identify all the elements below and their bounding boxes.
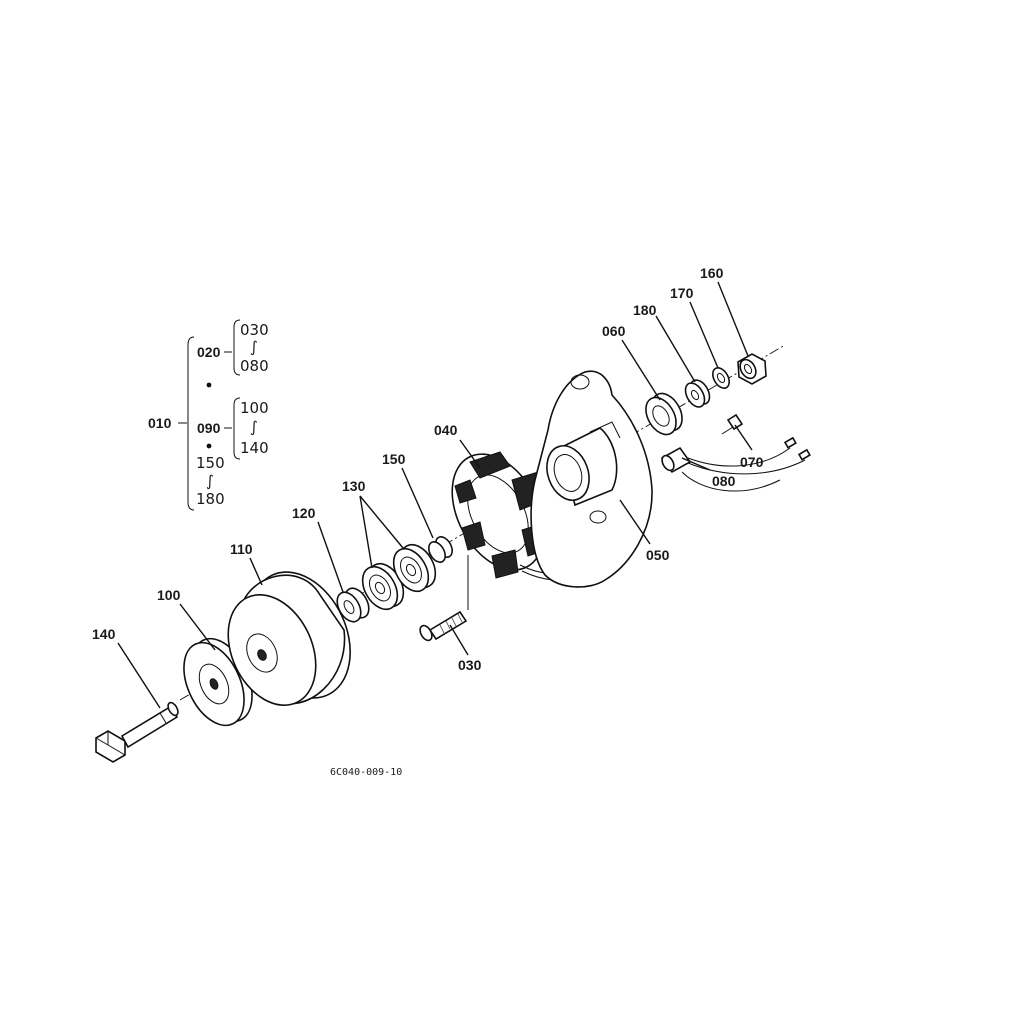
- label-020: 020: [197, 344, 221, 360]
- label-050: 050: [646, 547, 670, 563]
- label-130: 130: [342, 478, 366, 494]
- label-090: 090: [197, 420, 221, 436]
- tree-020-end: 080: [240, 357, 269, 375]
- label-120: 120: [292, 505, 316, 521]
- bullet-dot: [206, 382, 212, 388]
- collar-150: [428, 536, 453, 563]
- leader-lines: [117, 281, 753, 709]
- terminal-080: [660, 436, 811, 492]
- label-160: 160: [700, 265, 724, 281]
- housing-050: [530, 370, 653, 588]
- lockwasher-170: [712, 367, 730, 389]
- bolt-140: [95, 701, 179, 763]
- bolt-070: [721, 413, 744, 435]
- tree-150-end: 180: [196, 490, 225, 508]
- tree-090-end: 140: [240, 439, 269, 457]
- tree-range-mark: ∫: [250, 338, 258, 356]
- rotor-110: [227, 571, 351, 707]
- tree-020-start: 030: [240, 321, 269, 339]
- tree-range-mark-3: ∫: [206, 472, 214, 490]
- bullet-dot: [206, 443, 212, 449]
- label-180: 180: [633, 302, 657, 318]
- drawing-code: 6C040-009-10: [330, 767, 402, 778]
- tree-090-start: 100: [240, 399, 269, 417]
- nut-160: [737, 353, 767, 385]
- label-110: 110: [230, 541, 253, 557]
- spacer-120: [336, 587, 370, 623]
- label-140: 140: [92, 626, 116, 642]
- bearing-060: [645, 392, 683, 436]
- label-100: 100: [157, 587, 181, 603]
- label-060: 060: [602, 323, 626, 339]
- label-010: 010: [148, 415, 172, 431]
- label-150: 150: [382, 451, 406, 467]
- screw-030: [419, 610, 468, 642]
- label-040: 040: [434, 422, 458, 438]
- tree-range-mark-2: ∫: [250, 418, 258, 436]
- bearing-130a: [361, 562, 405, 611]
- part-labels: 140 100 110 120 130 150 040 030 050 060 …: [92, 265, 764, 673]
- washer-180: [684, 379, 711, 408]
- label-080: 080: [712, 473, 736, 489]
- label-070: 070: [740, 454, 764, 470]
- bearing-130b: [392, 543, 437, 593]
- assembly-tree: 010 020 030 ∫ 080 090 100 ∫ 140 150 ∫ 18…: [148, 319, 269, 511]
- label-170: 170: [670, 285, 694, 301]
- label-030: 030: [458, 657, 482, 673]
- tree-150-start: 150: [196, 454, 225, 472]
